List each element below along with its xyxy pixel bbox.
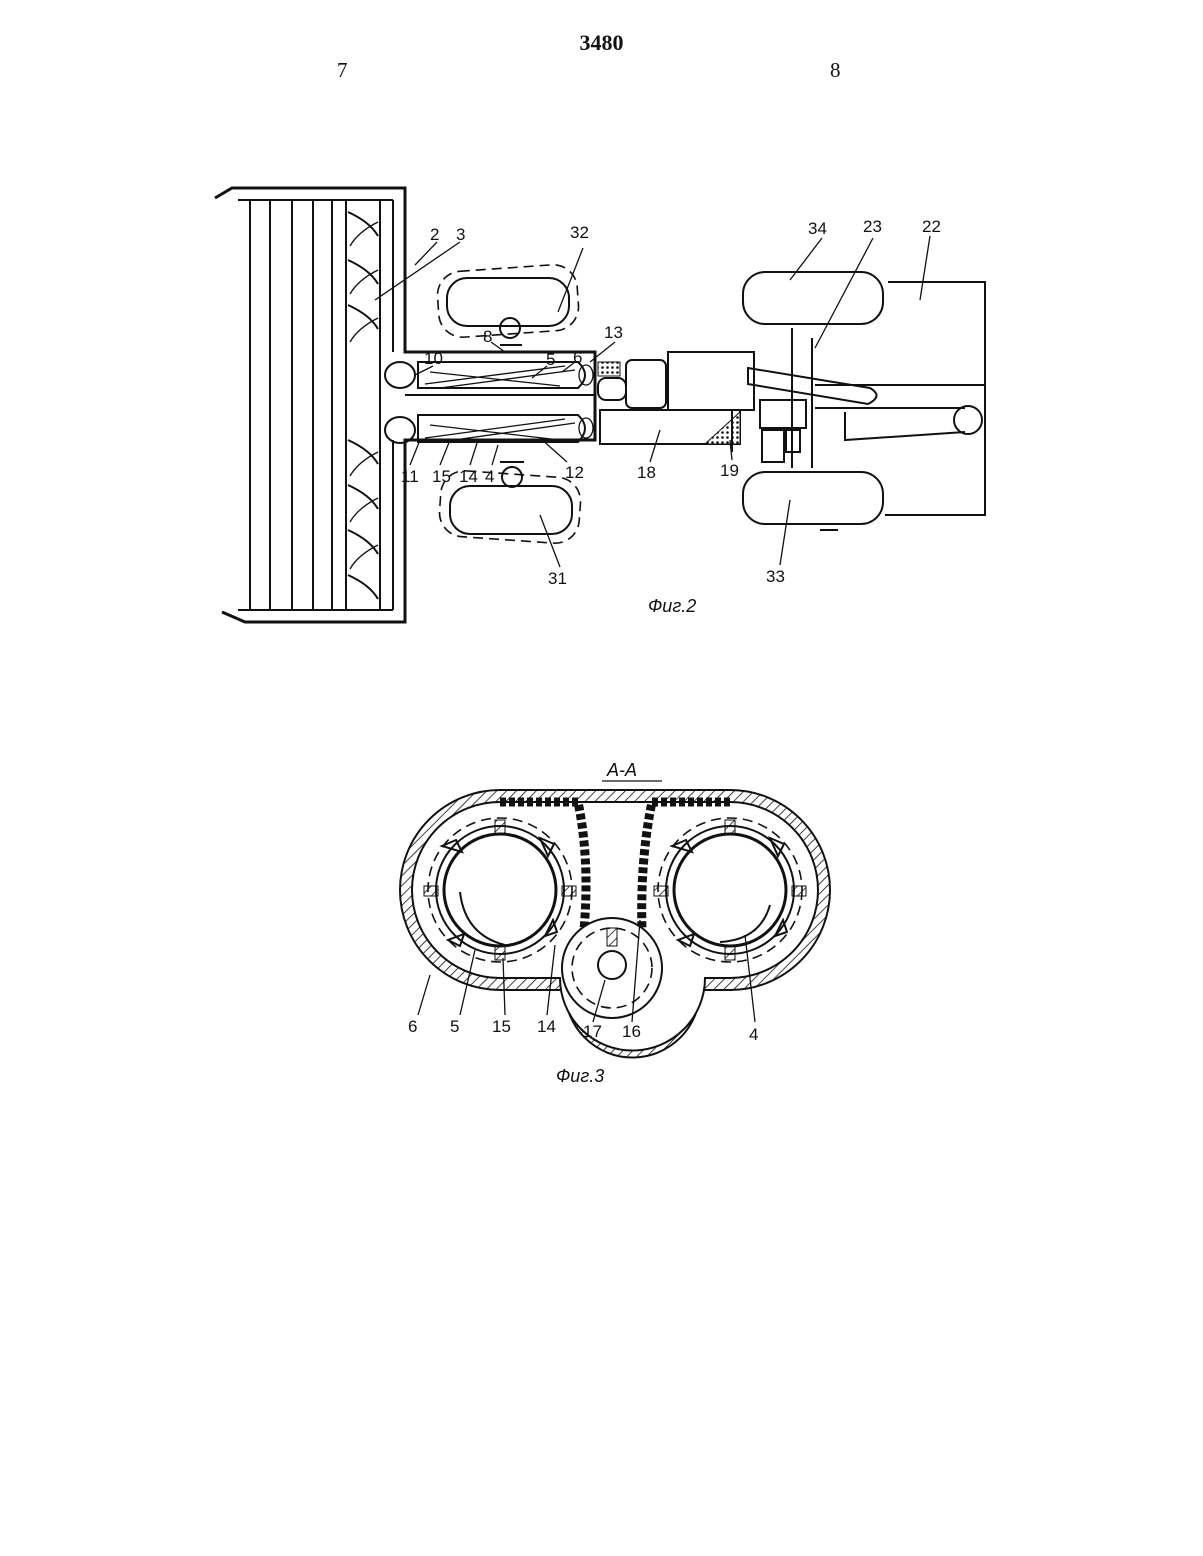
fig2-label-4: 4	[485, 467, 494, 486]
fig2-label-6: 6	[573, 348, 582, 367]
fig2-label-14: 14	[459, 467, 478, 486]
fig2-label-8: 8	[483, 327, 492, 346]
fig2-label-12: 12	[565, 463, 584, 482]
fig2-label-32: 32	[570, 223, 589, 242]
figure-2: 2 3 32 34 23 22 10 8 5 6 13 11 15 14 4 1…	[215, 188, 985, 622]
figure-3: А-А 6 5	[400, 760, 830, 1086]
fig2-label-34: 34	[808, 219, 827, 238]
fig2-label-33: 33	[766, 567, 785, 586]
fig2-label-3: 3	[456, 225, 465, 244]
fig2-label-15: 15	[432, 467, 451, 486]
fig2-label-5: 5	[546, 350, 555, 369]
fig2-label-19: 19	[720, 461, 739, 480]
fig2-label-10: 10	[424, 349, 443, 368]
fig3-label-6: 6	[408, 1017, 417, 1036]
fig2-caption: Фиг.2	[648, 596, 696, 616]
fig2-label-31: 31	[548, 569, 567, 588]
fig2-label-11: 11	[401, 467, 419, 486]
fig3-label-17: 17	[583, 1022, 602, 1041]
fig2-label-13: 13	[604, 323, 623, 342]
fig3-section-label: А-А	[606, 760, 637, 780]
fig3-label-15: 15	[492, 1017, 511, 1036]
fig3-label-5: 5	[450, 1017, 459, 1036]
fig3-label-16: 16	[622, 1022, 641, 1041]
fig3-label-4: 4	[749, 1025, 758, 1044]
fig2-label-22: 22	[922, 217, 941, 236]
fig3-label-14: 14	[537, 1017, 556, 1036]
fig2-label-23: 23	[863, 217, 882, 236]
fig2-label-2: 2	[430, 225, 439, 244]
fig3-caption: Фиг.3	[556, 1066, 604, 1086]
fig2-label-18: 18	[637, 463, 656, 482]
